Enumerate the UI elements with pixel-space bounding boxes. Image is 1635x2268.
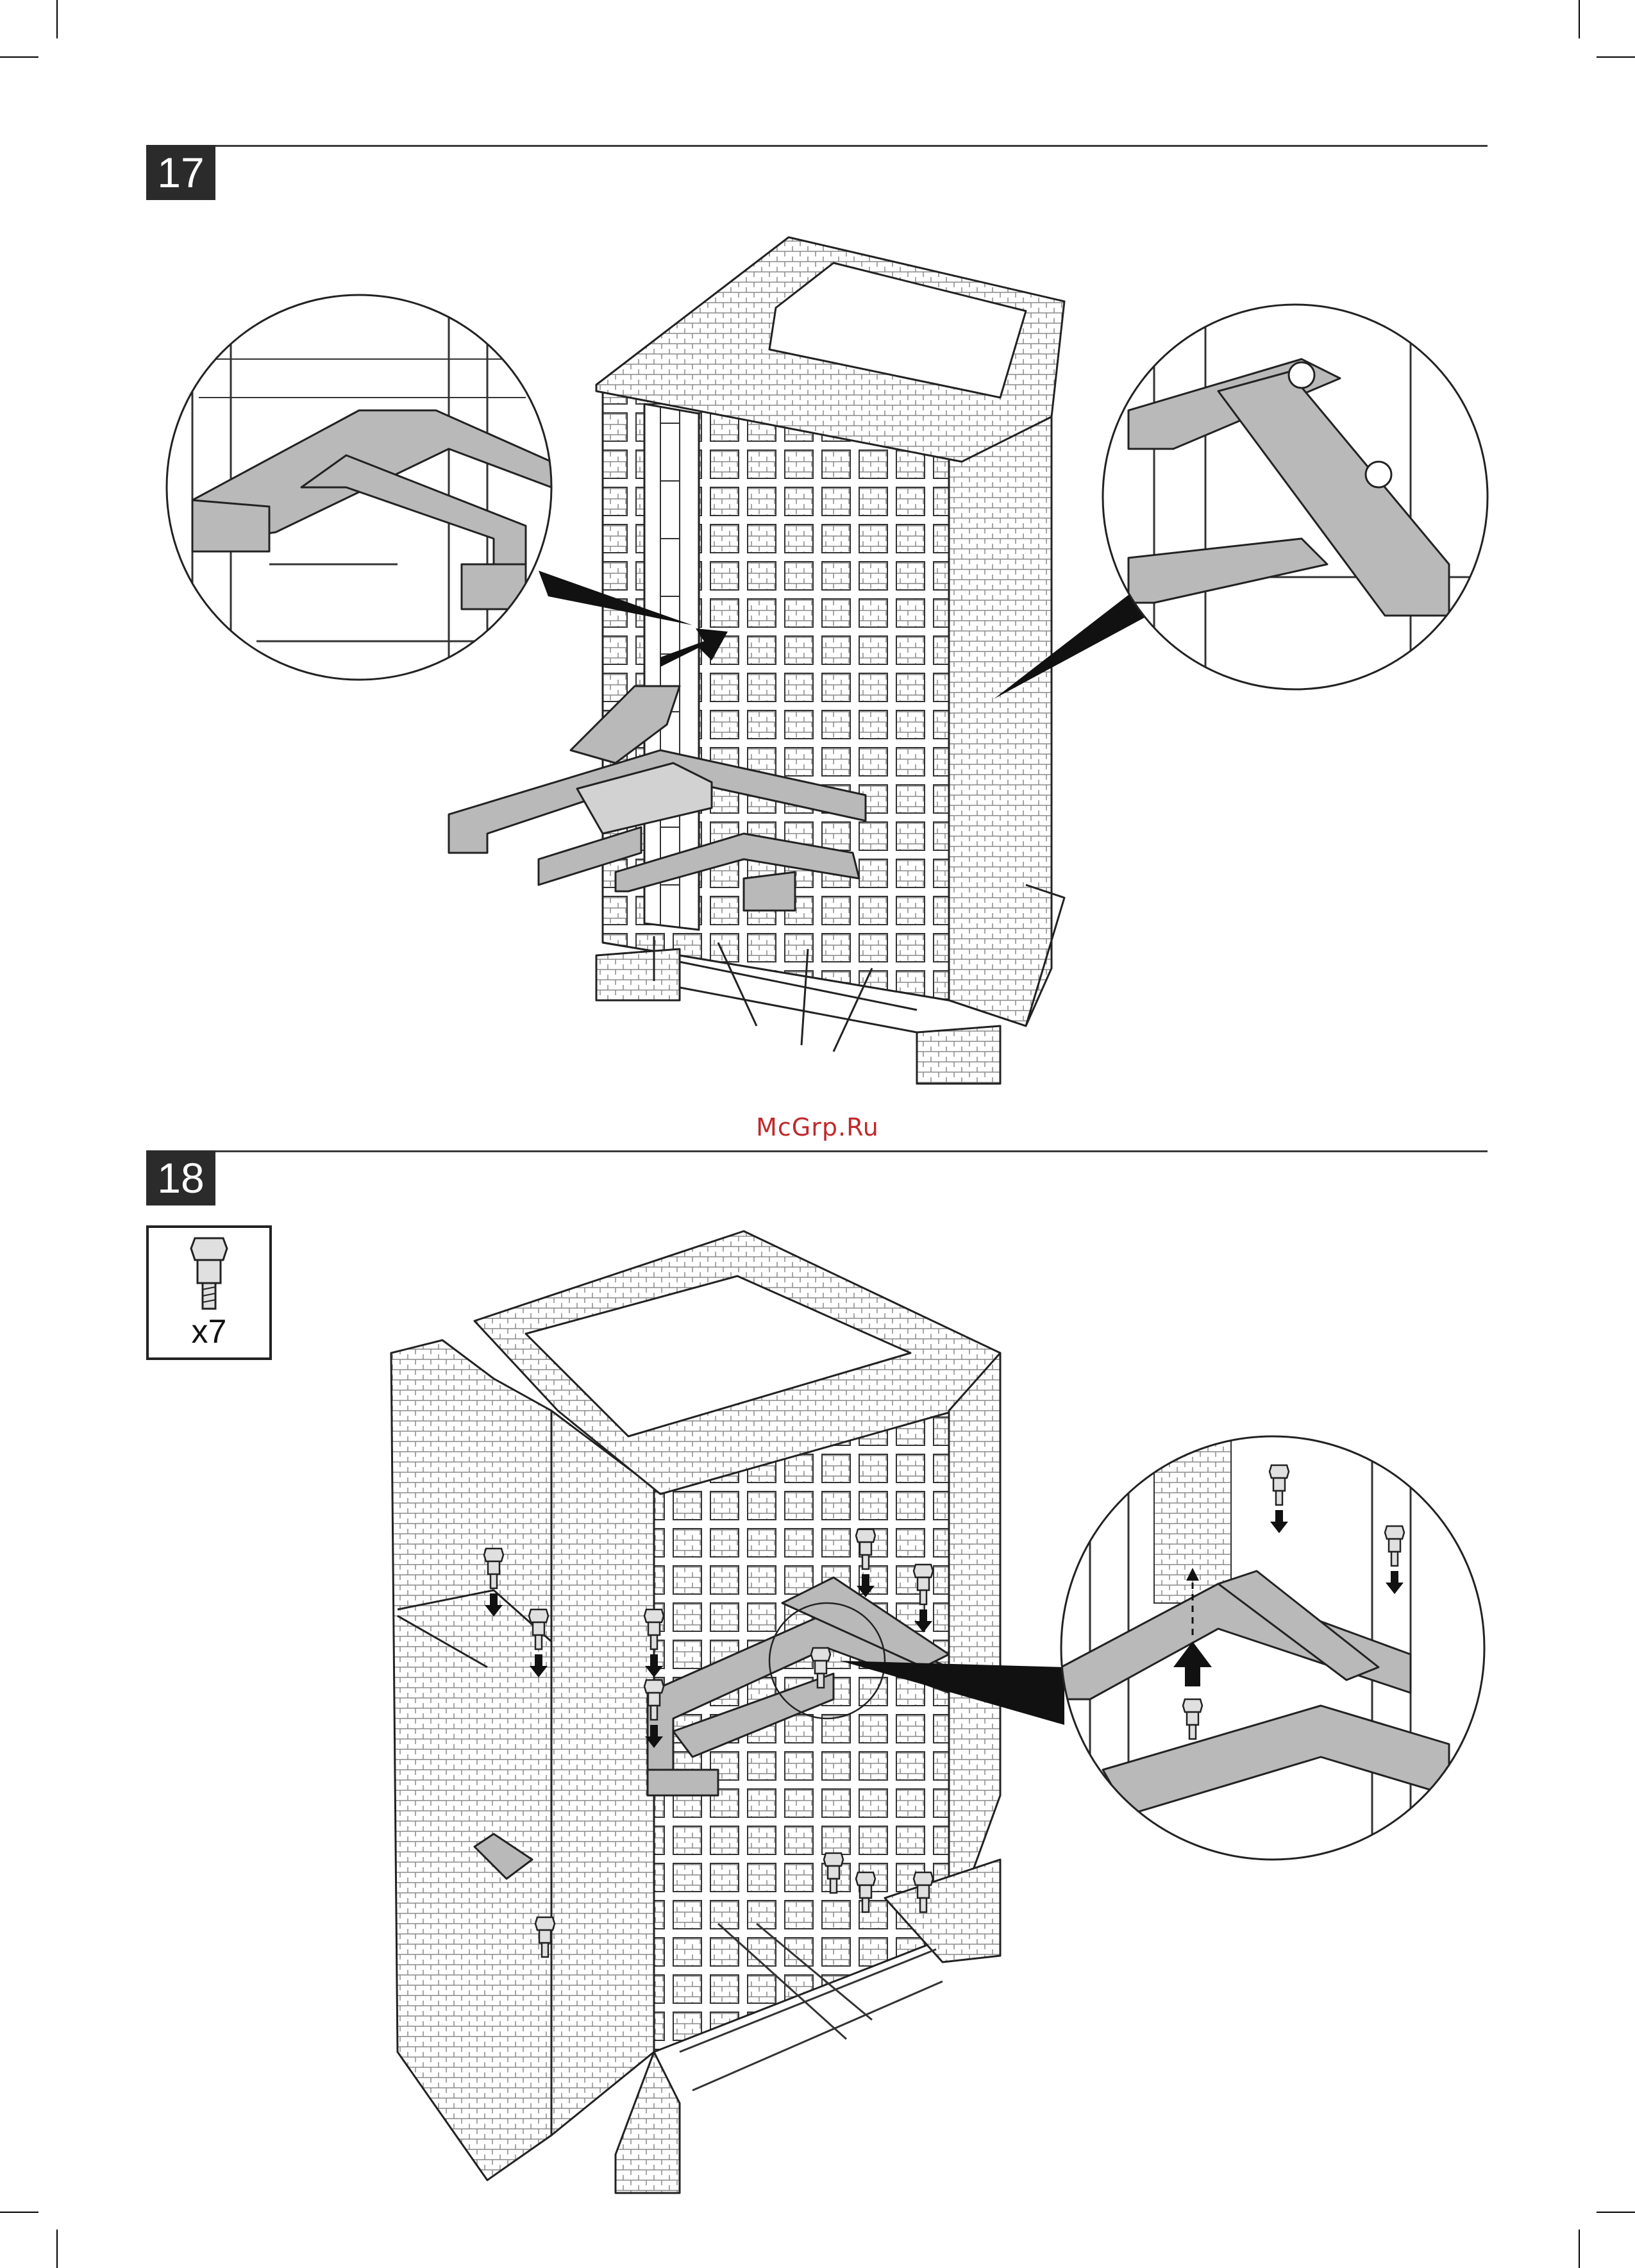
crop-mark [56, 0, 58, 38]
detail-circle-left [167, 295, 551, 680]
crop-mark [1579, 0, 1580, 38]
crop-mark [0, 56, 38, 58]
watermark: McGrp.Ru [0, 1113, 1635, 1141]
detail-circle-right [1103, 305, 1488, 689]
step-17-divider [146, 145, 1488, 147]
detail-circle [1061, 1436, 1484, 1860]
step-18-illustration [0, 1193, 1635, 2257]
step-17-illustration [0, 160, 1635, 1122]
door-panel [391, 1340, 551, 2180]
step-18-divider [146, 1150, 1488, 1152]
crop-mark [1597, 56, 1635, 58]
